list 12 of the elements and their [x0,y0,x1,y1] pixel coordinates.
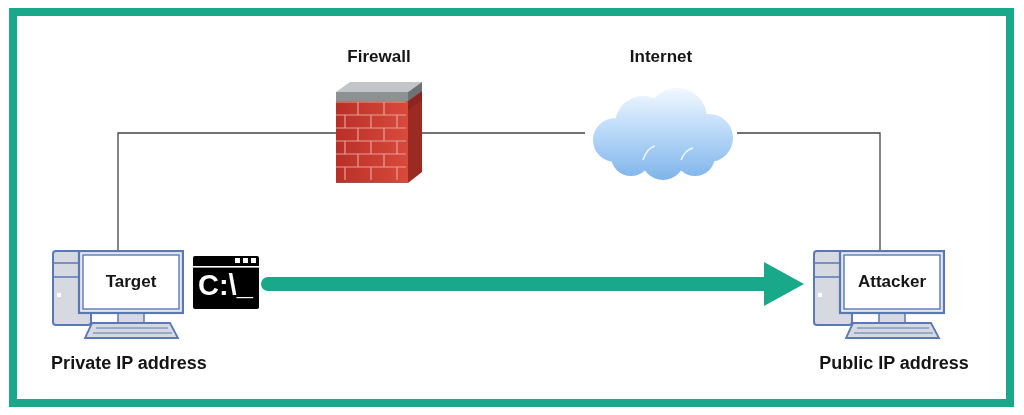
connector-line [117,132,337,251]
screen-label: Attacker [857,271,926,293]
prompt-text: C:\_ [198,271,253,300]
node-label: Firewall [347,47,411,65]
arrow [261,262,804,306]
connector-line [421,132,586,134]
connector-line [736,132,881,251]
computer-caption: Private IP address [51,352,207,375]
terminal-window [193,256,259,309]
node-label: Internet [629,47,693,65]
screen-label: Target [105,271,157,293]
computer-caption: Public IP address [819,352,969,375]
